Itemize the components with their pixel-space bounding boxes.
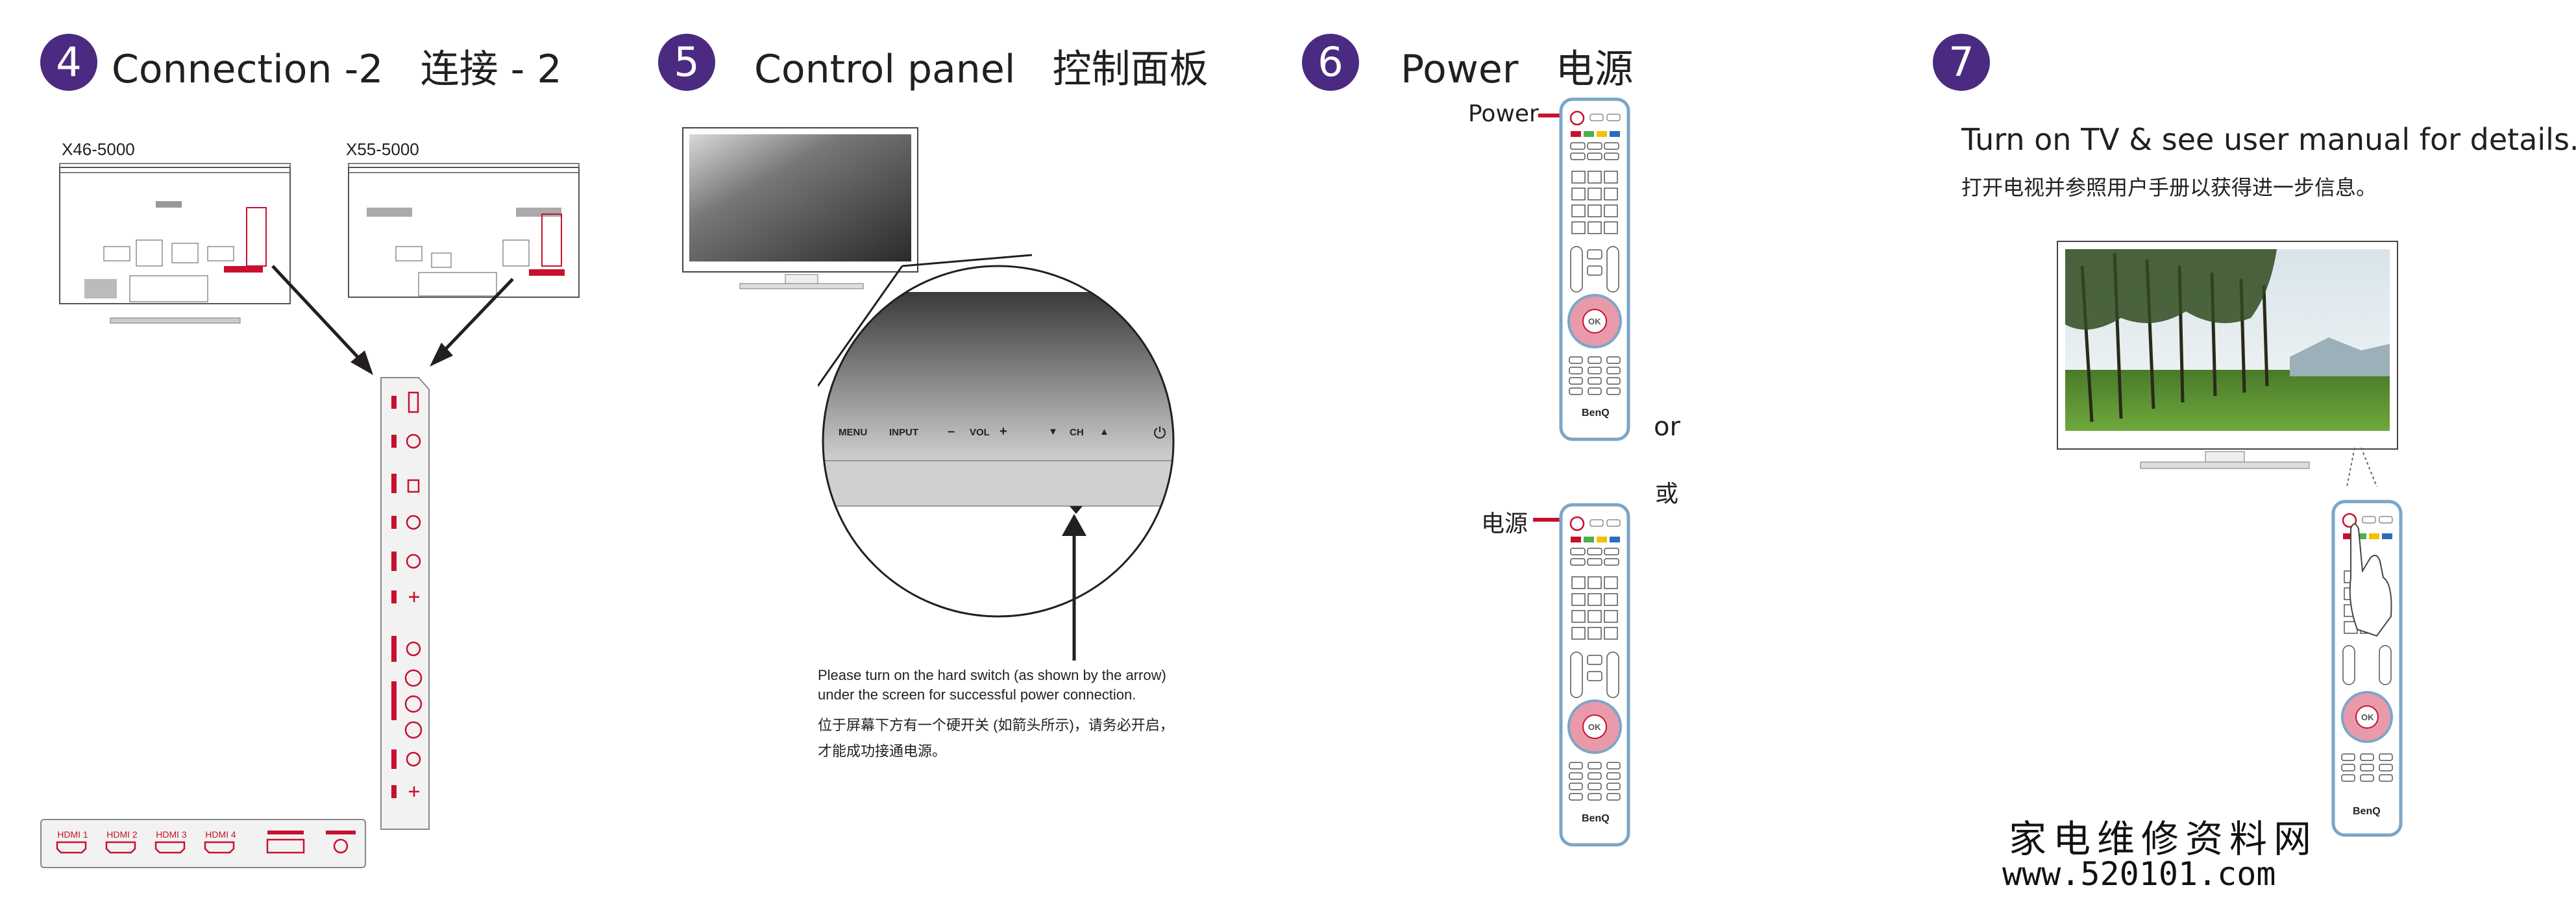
note-cn-line-1: 位于屏幕下方有一个硬开关 (如箭头所示)，请务必开启， — [818, 717, 1174, 733]
remote-1-brand: BenQ — [1582, 407, 1610, 419]
hdmi-port-label-3: HDMI 3 — [156, 829, 187, 840]
step-4-badge: 4 — [40, 34, 97, 91]
zoom-lines — [818, 254, 1033, 387]
hard-switch-arrow-icon — [1062, 514, 1086, 661]
hdmi-port-icons — [56, 831, 356, 854]
step-7-line-en: Turn on TV & see user manual for details… — [1961, 122, 2576, 157]
power-pointer-line-2 — [1533, 518, 1564, 522]
remote-control-2 — [1559, 503, 1630, 847]
panel-btn-menu[interactable]: MENU — [839, 427, 868, 438]
hand-icon — [2349, 523, 2392, 637]
step-6-badge: 6 — [1302, 34, 1359, 91]
step-6-title-en: Power — [1401, 47, 1519, 92]
power-label-cn: 电源 — [1481, 511, 1528, 537]
step-4-title-cn: 连接 - 2 — [420, 47, 562, 92]
step-6-title-cn: 电源 — [1555, 47, 1634, 92]
remote-3-brand: BenQ — [2353, 806, 2381, 817]
step-5-title: Control panel 控制面板 — [754, 38, 1208, 94]
step-5-title-en: Control panel — [754, 47, 1016, 92]
watermark-line-1: 家电维修资料网 — [2009, 817, 2318, 861]
or-text: or — [1654, 412, 1680, 442]
hdmi-port-label-1: HDMI 1 — [57, 829, 88, 840]
step-7-badge: 7 — [1933, 34, 1990, 91]
power-pointer-line — [1538, 114, 1568, 117]
panel-label-vol: VOL — [970, 427, 990, 438]
power-icon[interactable] — [1153, 425, 1167, 439]
note-cn-line-2: 才能成功接通电源。 — [818, 743, 947, 759]
panel-btn-vol-down[interactable]: – — [948, 424, 955, 439]
power-label: Power — [1468, 101, 1539, 127]
panel-label-ch: CH — [1070, 427, 1084, 438]
tv-with-landscape — [2057, 241, 2398, 487]
step-4-title-en: Connection -2 — [112, 47, 384, 92]
step-5-title-cn: 控制面板 — [1052, 47, 1208, 92]
arrow-icon — [271, 265, 373, 375]
step-7-line-cn: 打开电视并参照用户手册以获得进一步信息。 — [1961, 176, 2377, 199]
remote-control-3 — [2331, 500, 2403, 837]
note-en-line-1: Please turn on the hard switch (as shown… — [818, 667, 1166, 683]
remote-control-1 — [1559, 97, 1630, 441]
remote-2-ok-label: OK — [1588, 722, 1601, 732]
tv-rear-x46 — [59, 163, 291, 324]
panel-btn-ch-up[interactable]: ▲ — [1099, 426, 1109, 437]
hdmi-port-label-2: HDMI 2 — [106, 829, 138, 840]
step-5-badge: 5 — [658, 34, 715, 91]
hdmi-port-label-4: HDMI 4 — [205, 829, 236, 840]
tv-front — [682, 127, 918, 289]
note-en-line-2: under the screen for successful power co… — [818, 686, 1136, 703]
tv-rear-x55 — [348, 163, 580, 298]
panel-btn-input[interactable]: INPUT — [889, 427, 918, 438]
control-panel-magnified — [822, 265, 1175, 618]
panel-btn-vol-up[interactable]: + — [1000, 424, 1007, 439]
remote-1-ok-label: OK — [1588, 317, 1601, 326]
remote-3-ok-label: OK — [2361, 712, 2374, 722]
model-b-label: X55-5000 — [346, 140, 419, 159]
step-4-title: Connection -2 连接 - 2 — [112, 38, 562, 94]
model-a-label: X46-5000 — [62, 140, 135, 159]
bottom-connector-strip — [40, 819, 366, 868]
panel-btn-ch-down[interactable]: ▼ — [1048, 426, 1058, 437]
arrow-icon-2 — [430, 278, 514, 367]
step-6-title: Power 电源 — [1401, 38, 1634, 94]
side-connector-panel — [380, 377, 430, 830]
or-text-cn: 或 — [1655, 481, 1679, 507]
watermark-line-2: www.520101.com — [2002, 855, 2276, 893]
remote-2-brand: BenQ — [1582, 813, 1610, 824]
